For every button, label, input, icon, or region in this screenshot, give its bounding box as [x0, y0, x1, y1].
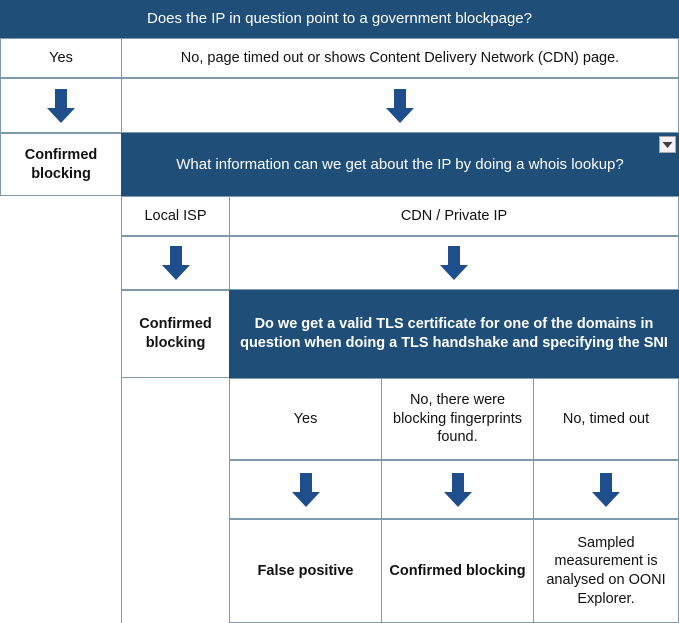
question-1-banner: Does the IP in question point to a gover…	[0, 0, 679, 38]
q2-answer-cdn: CDN / Private IP	[229, 196, 679, 236]
q3-answer-yes: Yes	[229, 378, 382, 460]
question-2-banner: What information can we get about the IP…	[121, 133, 679, 196]
q3-outcome-false-positive-label: False positive	[257, 562, 354, 579]
q2-answer-local-isp: Local ISP	[121, 196, 230, 236]
down-arrow-icon	[47, 88, 75, 123]
down-arrow-icon	[443, 472, 472, 507]
q3-outcome-sampled-measurement: Sampled measurement is analysed on OONI …	[533, 519, 679, 623]
q3-answer-timeout-label: No, timed out	[562, 410, 650, 427]
chevron-down-icon	[662, 141, 673, 148]
down-arrow-icon	[386, 88, 414, 123]
q1-no-arrow-cell	[121, 78, 679, 133]
q3-outcome-false-positive: False positive	[229, 519, 382, 623]
question-1-text: Does the IP in question point to a gover…	[147, 10, 532, 28]
q1-answer-yes: Yes	[0, 38, 122, 78]
q2-outcome-label: Confirmed blocking	[139, 316, 212, 351]
q2-answer-cdn-label: CDN / Private IP	[400, 207, 508, 224]
second-column-rule	[229, 378, 230, 623]
down-arrow-icon	[440, 246, 468, 280]
left-column-rule	[121, 196, 122, 623]
down-arrow-icon	[161, 246, 190, 280]
q3-answer-fingerprints: No, there were blocking fingerprints fou…	[381, 378, 534, 460]
q3-yes-arrow-cell	[229, 460, 382, 519]
down-arrow-icon	[592, 472, 620, 507]
q2-cdn-arrow-cell	[229, 236, 679, 290]
q3-timeout-arrow-cell	[533, 460, 679, 519]
q2-answer-local-isp-label: Local ISP	[144, 207, 207, 224]
q1-answer-no: No, page timed out or shows Content Deli…	[121, 38, 679, 78]
q3-answer-timeout: No, timed out	[533, 378, 679, 460]
q3-outcome-confirmed-blocking-label: Confirmed blocking	[389, 562, 526, 579]
q1-outcome-confirmed-blocking: Confirmed blocking	[0, 133, 122, 196]
filter-dropdown-button[interactable]	[659, 136, 676, 153]
q2-local-isp-arrow-cell	[121, 236, 230, 290]
q1-outcome-label: Confirmed blocking	[24, 146, 98, 182]
q3-answer-fingerprints-label: No, there were blocking fingerprints fou…	[393, 392, 522, 446]
q2-outcome-confirmed-blocking: Confirmed blocking	[121, 290, 230, 378]
q3-outcome-confirmed-blocking: Confirmed blocking	[381, 519, 534, 623]
q3-answer-yes-label: Yes	[293, 410, 318, 427]
q3-fingerprints-arrow-cell	[381, 460, 534, 519]
q1-answer-yes-label: Yes	[49, 49, 73, 66]
q3-outcome-sampled-measurement-label: Sampled measurement is analysed on OONI …	[546, 534, 666, 607]
question-3-banner: Do we get a valid TLS certificate for on…	[229, 290, 679, 378]
q1-answer-no-label: No, page timed out or shows Content Deli…	[180, 49, 620, 66]
question-3-text: Do we get a valid TLS certificate for on…	[240, 316, 668, 351]
q1-yes-arrow-cell	[0, 78, 122, 133]
question-2-text: What information can we get about the IP…	[176, 155, 624, 173]
down-arrow-icon	[291, 472, 320, 507]
